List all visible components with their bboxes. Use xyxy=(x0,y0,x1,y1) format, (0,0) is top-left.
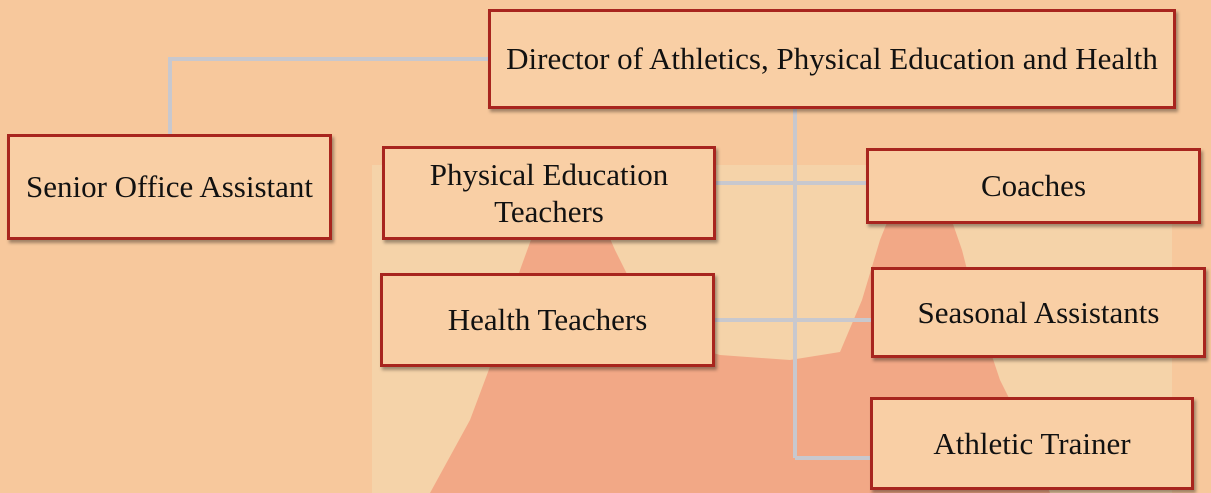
node-senior-office-assistant: Senior Office Assistant xyxy=(7,134,332,240)
node-physical-education-teachers: Physical Education Teachers xyxy=(382,146,716,240)
node-health-teachers-label: Health Teachers xyxy=(447,302,648,338)
node-coaches-label: Coaches xyxy=(980,168,1087,204)
node-health-teachers: Health Teachers xyxy=(380,273,715,367)
node-seasonal-assistants-label: Seasonal Assistants xyxy=(917,294,1160,330)
node-coaches: Coaches xyxy=(866,148,1201,224)
node-director-label: Director of Athletics, Physical Educatio… xyxy=(506,41,1158,77)
node-physical-education-teachers-label: Physical Education Teachers xyxy=(429,156,669,229)
node-athletic-trainer-label: Athletic Trainer xyxy=(933,425,1131,461)
node-seasonal-assistants: Seasonal Assistants xyxy=(871,267,1206,358)
node-senior-office-assistant-label: Senior Office Assistant xyxy=(25,169,313,205)
connector-director-senior xyxy=(168,57,490,134)
node-athletic-trainer: Athletic Trainer xyxy=(870,397,1194,490)
node-director: Director of Athletics, Physical Educatio… xyxy=(488,9,1176,109)
